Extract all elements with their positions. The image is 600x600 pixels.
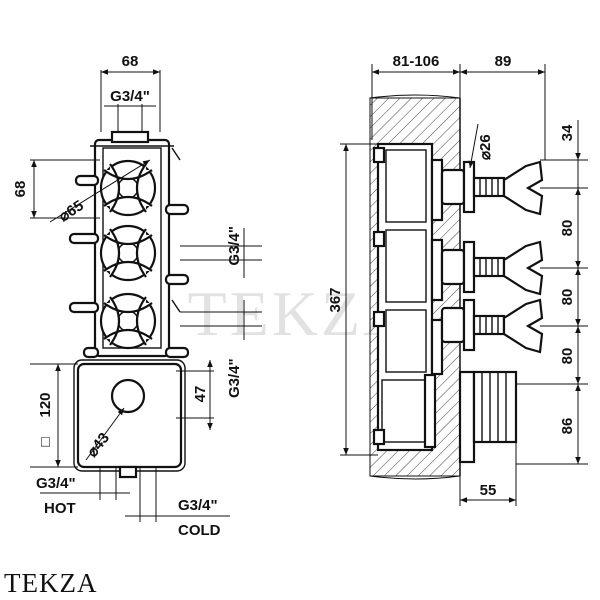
spindle-dia-symbol: ⌀ bbox=[477, 151, 494, 160]
dim-inlet-top-label: G3/4" bbox=[110, 88, 150, 105]
cross-handle-2 bbox=[99, 224, 157, 282]
dim-depth-range: 81-106 bbox=[371, 53, 461, 140]
dim-depth-range-label: 81-106 bbox=[393, 53, 440, 70]
cold-thread-label: G3/4" bbox=[178, 497, 218, 514]
dim-outlet-1-label: G3/4" bbox=[226, 226, 243, 266]
dim-cold: G3/4" COLD bbox=[125, 467, 230, 539]
knob-dia-value: 43 bbox=[89, 430, 113, 454]
side-handle-2 bbox=[440, 240, 544, 296]
dim-box-size: 120 □ bbox=[30, 363, 78, 468]
box-symbol: □ bbox=[37, 437, 54, 446]
dim-width-top: 68 bbox=[100, 53, 161, 132]
dim-pitch-3-label: 80 bbox=[559, 348, 576, 365]
dim-outlet-1: G3/4" bbox=[180, 226, 262, 278]
handle-dia-value: 65 bbox=[63, 197, 86, 220]
dim-plate-depth-label: 55 bbox=[480, 482, 497, 499]
dim-width-top-label: 68 bbox=[122, 53, 139, 70]
mixer-box bbox=[73, 359, 186, 479]
side-view: 81-106 89 ⌀26 367 bbox=[327, 53, 588, 506]
dim-spindle-dia: ⌀26 bbox=[468, 123, 494, 169]
hot-label: HOT bbox=[44, 500, 76, 517]
dim-box-size-label: 120 bbox=[37, 392, 54, 417]
dim-chain-right: 34 80 80 80 86 bbox=[516, 120, 588, 465]
dim-pitch-1-label: 80 bbox=[559, 220, 576, 237]
dim-pitch-2-label: 80 bbox=[559, 289, 576, 306]
cold-label: COLD bbox=[178, 522, 221, 539]
dim-offset-top-label: 34 bbox=[559, 124, 576, 141]
side-mixer-knob bbox=[458, 370, 518, 464]
dim-outlet-2: G3/4" bbox=[180, 300, 262, 398]
side-handle-1 bbox=[440, 160, 544, 216]
side-handle-3 bbox=[440, 298, 544, 354]
dim-projection-label: 89 bbox=[495, 53, 512, 70]
dim-body-height: 47 bbox=[176, 360, 214, 430]
svg-text:⌀65: ⌀65 bbox=[56, 197, 87, 225]
dim-pitch-left: 68 bbox=[12, 159, 100, 219]
dim-outlet-2-label: G3/4" bbox=[226, 358, 243, 398]
brand-logo-text: TEKZA bbox=[4, 568, 97, 598]
dim-projection: 89 bbox=[460, 53, 546, 160]
dim-pitch-left-label: 68 bbox=[12, 181, 29, 198]
dim-hot: G3/4" HOT bbox=[36, 467, 130, 517]
cross-handle-3 bbox=[99, 292, 157, 350]
valve-body-side bbox=[372, 142, 444, 452]
dim-total-height-label: 367 bbox=[327, 287, 344, 312]
hot-thread-label: G3/4" bbox=[36, 475, 76, 492]
dim-total-height: 367 bbox=[327, 143, 378, 456]
cross-handle-1 bbox=[99, 159, 157, 217]
dim-bottom-height-label: 86 bbox=[559, 418, 576, 435]
dim-knob-dia: ⌀43 bbox=[84, 407, 125, 460]
front-view: 68 G3/4" bbox=[12, 53, 262, 539]
svg-text:⌀26: ⌀26 bbox=[477, 134, 494, 160]
dim-body-height-label: 47 bbox=[192, 386, 209, 403]
spindle-dia-value: 26 bbox=[477, 134, 494, 151]
dim-plate-depth: 55 bbox=[459, 442, 517, 506]
